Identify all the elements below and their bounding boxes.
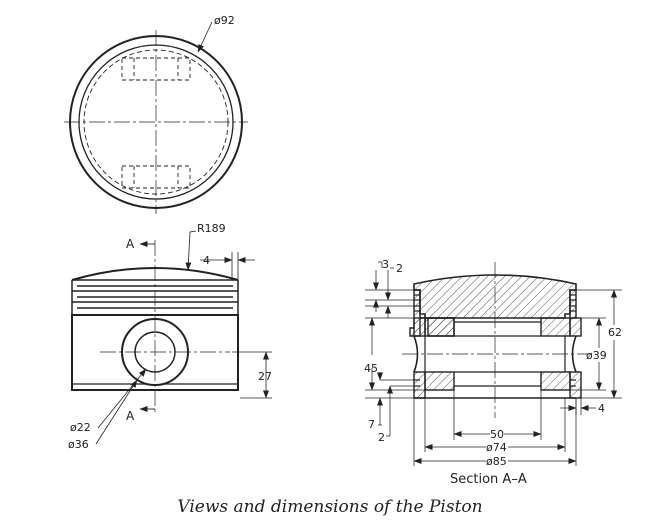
front-pin-bore-leader	[97, 368, 147, 429]
section-lower-land-label: 2	[378, 431, 385, 444]
front-section-mark-bottom: A	[126, 409, 135, 423]
top-view	[64, 21, 248, 214]
front-radius-leader	[185, 230, 197, 271]
front-center-lines	[100, 240, 230, 412]
front-cutting-plane	[139, 241, 155, 412]
top-diameter-leader	[197, 21, 213, 53]
front-groove-dim	[200, 252, 255, 280]
section-title: Section A–A	[450, 472, 527, 487]
section-right-boss-bottom	[540, 371, 571, 391]
top-center-lines	[64, 30, 248, 214]
front-radius-label: R189	[197, 222, 226, 235]
section-left-boss-bottom	[424, 371, 455, 391]
section-left-boss-top	[424, 317, 455, 337]
front-section-mark-top: A	[126, 237, 135, 251]
section-left-skirt	[413, 371, 426, 399]
section-pin-hole-label: ø39	[586, 349, 607, 362]
front-groove-label: 4	[203, 254, 210, 267]
section-inner-label: ø74	[486, 441, 507, 454]
section-right-boss-top	[540, 317, 571, 337]
section-outer-label: ø85	[486, 455, 507, 468]
front-boss-leader	[95, 379, 138, 445]
top-diameter-label: ø92	[214, 14, 235, 27]
section-right-skirt	[569, 371, 582, 399]
section-groove-label: 3	[382, 258, 389, 271]
section-center-lines	[402, 262, 590, 418]
front-height-dim	[232, 351, 272, 399]
top-inner-hidden-circle	[83, 49, 229, 195]
front-pin-bore-label: ø22	[70, 421, 91, 434]
section-bore-width-label: 50	[490, 428, 504, 441]
section-view	[365, 261, 622, 466]
front-view	[71, 230, 272, 445]
top-hidden-bosses	[121, 57, 191, 189]
front-boss-label: ø36	[68, 438, 89, 451]
section-wall-label: 4	[598, 402, 605, 415]
section-land-label: 2	[396, 262, 403, 275]
section-total-height-label: 62	[608, 326, 622, 339]
section-dimensions	[365, 261, 622, 466]
section-pin-zone-label: 45	[364, 362, 378, 375]
figure-caption: Views and dimensions of the Piston	[177, 497, 483, 517]
section-lower-groove-label: 7	[368, 418, 375, 431]
section-pin-bore	[454, 321, 541, 387]
front-height-label: 27	[258, 370, 272, 383]
section-ring-grooves	[414, 294, 576, 387]
